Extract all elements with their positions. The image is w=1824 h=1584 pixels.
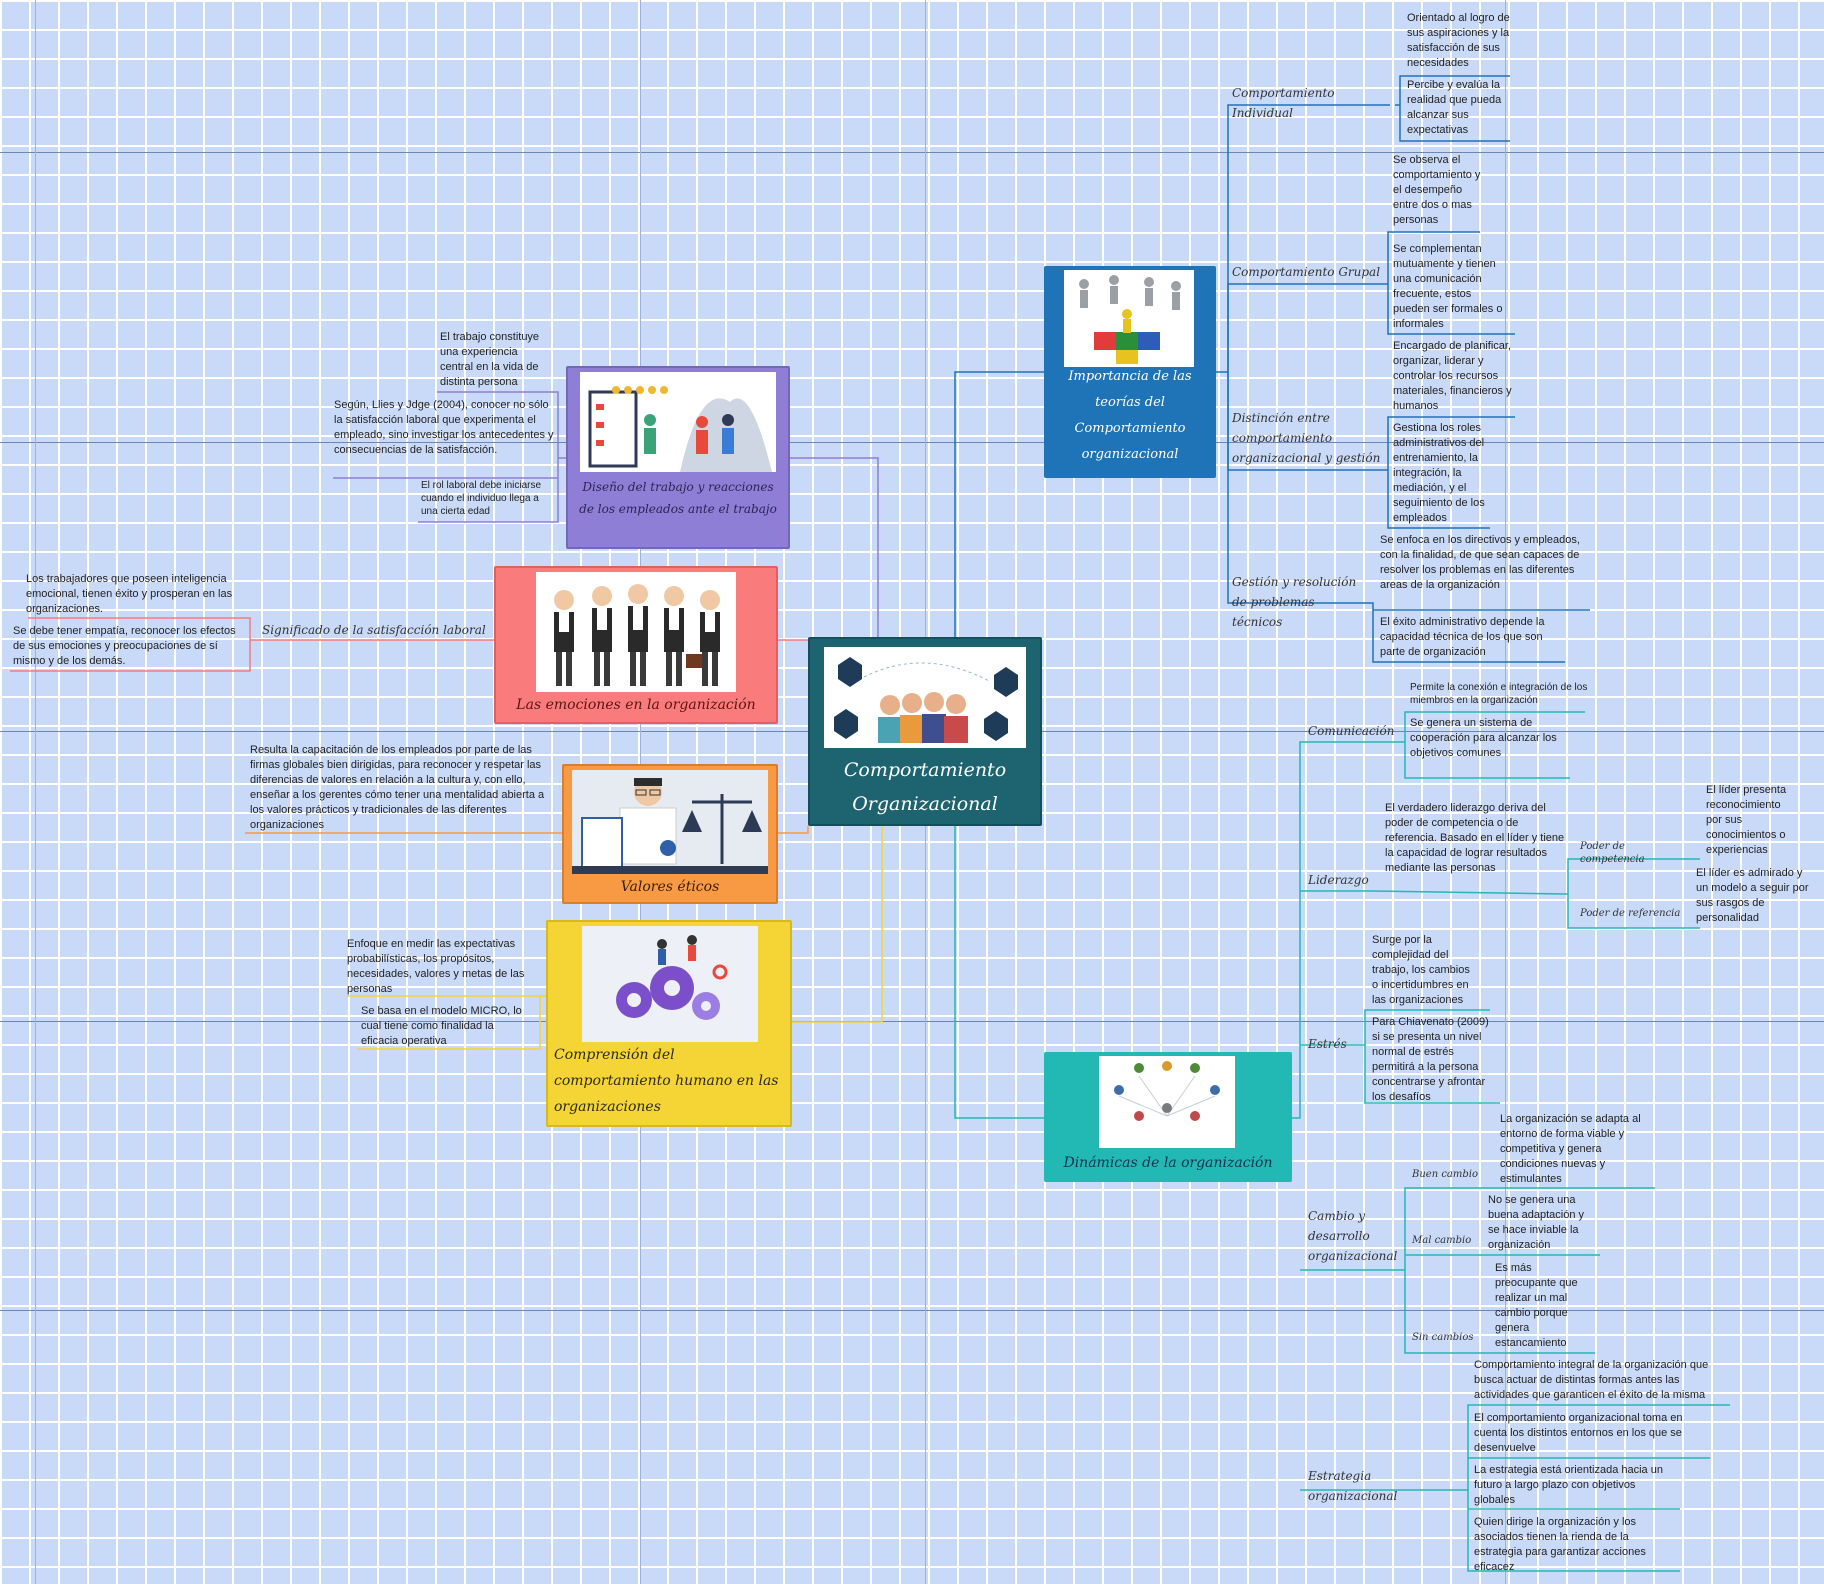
branch-significado-satisfaccion[interactable]: Significado de la satisfacción laboral (262, 623, 486, 637)
topic-diseno-title: Diseño del trabajo y reacciones de los e… (579, 480, 777, 516)
leaf-text: Orientado al logro de sus aspiraciones y… (1407, 12, 1510, 69)
branch-mal-cambio[interactable]: Mal cambio (1412, 1235, 1472, 1246)
grid-section-line (0, 1021, 1824, 1022)
topic-comprension-title: Comprensión del comportamiento humano en… (554, 1047, 779, 1115)
branch-cambio-desarrollo[interactable]: Cambio y desarrollo organizacional (1308, 1209, 1398, 1263)
leaf-text: Se enfoca en los directivos y empleados,… (1380, 534, 1580, 591)
grid-section-line (1505, 0, 1506, 1584)
leaf-text: Quien dirige la organización y los asoci… (1474, 1516, 1646, 1573)
leaf-text: El comportamiento organizacional toma en… (1474, 1412, 1683, 1454)
branch-sin-cambios[interactable]: Sin cambios (1412, 1332, 1474, 1343)
branch-estrategia[interactable]: Estrategia organizacional (1308, 1469, 1398, 1503)
branch-buen-cambio[interactable]: Buen cambio (1412, 1169, 1478, 1180)
leaf-text: Comportamiento integral de la organizaci… (1474, 1359, 1709, 1401)
leaf-text: El verdadero liderazgo deriva del poder … (1385, 802, 1565, 874)
branch-gestion-resolucion[interactable]: Gestión y resolución de problemas técnic… (1232, 575, 1357, 629)
people-network-illustration (1099, 1056, 1235, 1148)
topic-importancia[interactable]: Importancia de las teorías del Comportam… (1044, 266, 1216, 478)
leaf-text: El trabajo constituye una experiencia ce… (440, 331, 540, 388)
topic-emociones-title: Las emociones en la organización (516, 697, 756, 713)
gears-team-illustration (582, 926, 758, 1042)
leaf-text: Se debe tener empatía, reconocer los efe… (13, 625, 236, 667)
leaf-text: Encargado de planificar, organizar, lide… (1393, 340, 1512, 412)
grid-section-line (0, 1310, 1824, 1311)
leaf-text: Para Chiavenato (2009) si se presenta un… (1372, 1016, 1489, 1103)
leaf-text: Se complementan mutuamente y tienen una … (1393, 243, 1503, 330)
leaf-text: Percibe y evalúa la realidad que pueda a… (1407, 79, 1502, 136)
topic-emociones[interactable]: Las emociones en la organización (494, 566, 778, 724)
leaf-text: Se observa el comportamiento y el desemp… (1393, 154, 1481, 226)
topic-dinamicas-title: Dinámicas de la organización (1063, 1155, 1273, 1171)
work-design-illustration (580, 372, 776, 472)
center-title: Comportamiento Organizacional (843, 759, 1007, 815)
leaf-text: El rol laboral debe iniciarse cuando el … (421, 480, 542, 517)
leaf-text: La estrategia está orientizada hacia un … (1474, 1464, 1663, 1506)
branch-distincion[interactable]: Distinción entre comportamiento organiza… (1232, 411, 1381, 465)
topic-importancia-title: Importancia de las teorías del Comportam… (1068, 369, 1192, 462)
grid-section-line (0, 152, 1824, 153)
branch-liderazgo[interactable]: Liderazgo (1308, 873, 1369, 887)
leaf-text: Enfoque en medir las expectativas probab… (347, 938, 525, 995)
leaf-text: Surge por la complejidad del trabajo, lo… (1372, 934, 1470, 1006)
branch-poder-competencia[interactable]: Poder de competencia (1580, 841, 1645, 865)
topic-comprension[interactable]: Comprensión del comportamiento humano en… (546, 920, 792, 1127)
branch-estres[interactable]: Estrés (1308, 1037, 1347, 1051)
topic-diseno[interactable]: Diseño del trabajo y reacciones de los e… (566, 366, 790, 549)
leaf-text: Es más preocupante que realizar un mal c… (1495, 1262, 1578, 1349)
leaf-text: No se genera una buena adaptación y se h… (1488, 1194, 1585, 1251)
branch-comportamiento-individual[interactable]: Comportamiento Individual (1232, 86, 1335, 120)
grid-section-line (35, 0, 36, 1584)
leaf-text: Se basa en el modelo MICRO, lo cual tien… (361, 1005, 522, 1047)
leaf-text: Se genera un sistema de cooperación para… (1410, 717, 1557, 759)
center-node[interactable]: Comportamiento Organizacional (808, 637, 1042, 826)
people-network-illustration (824, 647, 1026, 748)
topic-dinamicas[interactable]: Dinámicas de la organización (1044, 1052, 1292, 1182)
puzzle-people-illustration (1064, 270, 1194, 367)
happy-team-illustration (536, 572, 736, 692)
leaf-text: La organización se adapta al entorno de … (1500, 1113, 1641, 1185)
branch-comportamiento-grupal[interactable]: Comportamiento Grupal (1232, 265, 1381, 279)
leaf-text: Los trabajadores que poseen inteligencia… (26, 573, 233, 615)
branch-poder-referencia[interactable]: Poder de referencia (1580, 908, 1681, 919)
topic-valores-title: Valores éticos (620, 879, 720, 895)
leaf-text: El líder presenta reconocimiento por sus… (1706, 784, 1787, 856)
leaf-text: Resulta la capacitación de los empleados… (250, 744, 545, 831)
topic-valores[interactable]: Valores éticos (562, 764, 778, 904)
leaf-text: Gestiona los roles administrativos del e… (1393, 422, 1485, 524)
leaf-text: El éxito administrativo depende la capac… (1380, 616, 1545, 658)
leaf-text: El líder es admirado y un modelo a segui… (1696, 867, 1809, 924)
ethics-scale-illustration (572, 770, 768, 874)
grid-section-line (0, 442, 1824, 443)
branch-comunicacion[interactable]: Comunicación (1308, 724, 1395, 738)
leaf-text: Permite la conexión e integración de los… (1410, 682, 1588, 706)
leaf-text: Según, Llies y Jdge (2004), conocer no s… (334, 399, 554, 456)
